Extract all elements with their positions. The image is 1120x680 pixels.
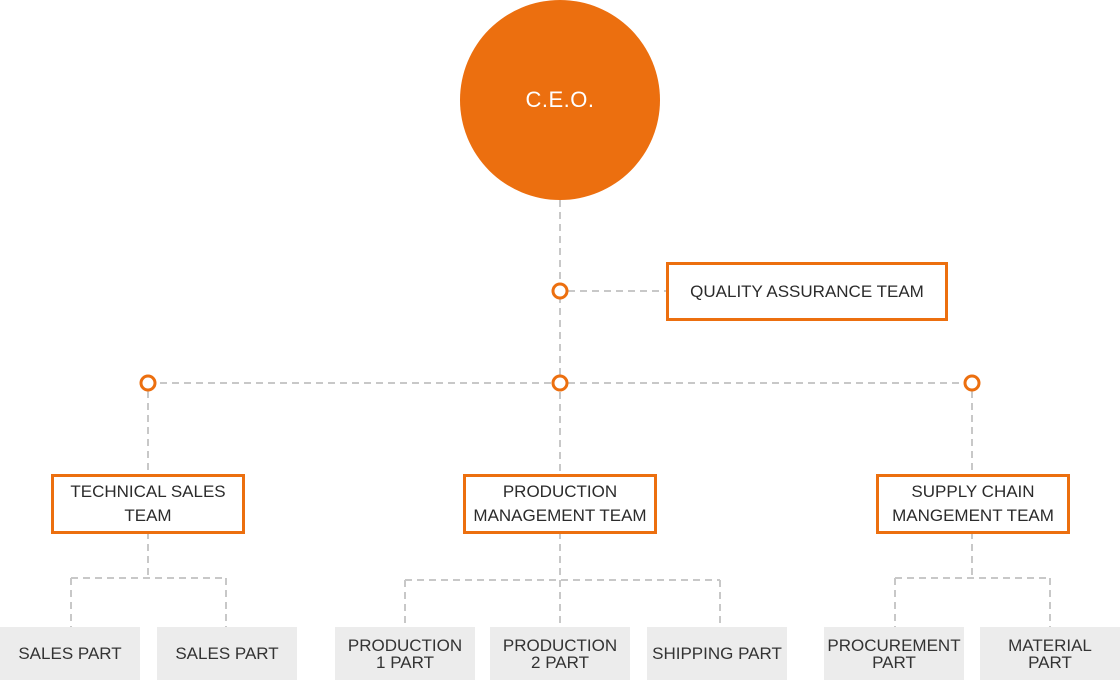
sales-part-label: SALES PART bbox=[18, 644, 122, 663]
procurement-part-label: PROCUREMENT PART bbox=[827, 635, 961, 672]
technical-sales-team-label: TECHNICAL SALES TEAM bbox=[70, 482, 226, 525]
ceo-label: C.E.O. bbox=[525, 87, 595, 112]
material-part-box: MATERIAL PART bbox=[980, 627, 1120, 680]
quality-assurance-team-box: QUALITY ASSURANCE TEAM bbox=[666, 262, 948, 321]
material-part-label: MATERIAL PART bbox=[1008, 635, 1092, 672]
sales-part-label: SALES PART bbox=[175, 644, 279, 663]
procurement-part-box: PROCUREMENT PART bbox=[824, 627, 964, 680]
production-junction-node bbox=[551, 374, 569, 392]
sales-part-box: SALES PART bbox=[157, 627, 297, 680]
ceo-node: C.E.O. bbox=[460, 0, 660, 200]
production-2-part-label: PRODUCTION 2 PART bbox=[502, 635, 618, 672]
quality-assurance-team-label: QUALITY ASSURANCE TEAM bbox=[690, 281, 924, 301]
production-1-part-label: PRODUCTION 1 PART bbox=[347, 635, 463, 672]
qa-junction-node bbox=[551, 282, 569, 300]
supply-chain-junction-node bbox=[963, 374, 981, 392]
supply-chain-management-team-label: SUPPLY CHAIN MANGEMENT TEAM bbox=[892, 482, 1054, 525]
production-1-part-box: PRODUCTION 1 PART bbox=[335, 627, 475, 680]
shipping-part-box: SHIPPING PART bbox=[647, 627, 787, 680]
production-2-part-box: PRODUCTION 2 PART bbox=[490, 627, 630, 680]
production-management-team-box: PRODUCTION MANAGEMENT TEAM bbox=[463, 474, 657, 534]
supply-chain-management-team-box: SUPPLY CHAIN MANGEMENT TEAM bbox=[876, 474, 1070, 534]
shipping-part-label: SHIPPING PART bbox=[652, 644, 782, 663]
technical-sales-junction-node bbox=[139, 374, 157, 392]
production-management-team-label: PRODUCTION MANAGEMENT TEAM bbox=[473, 482, 647, 525]
technical-sales-team-box: TECHNICAL SALES TEAM bbox=[51, 474, 245, 534]
sales-part-box: SALES PART bbox=[0, 627, 140, 680]
